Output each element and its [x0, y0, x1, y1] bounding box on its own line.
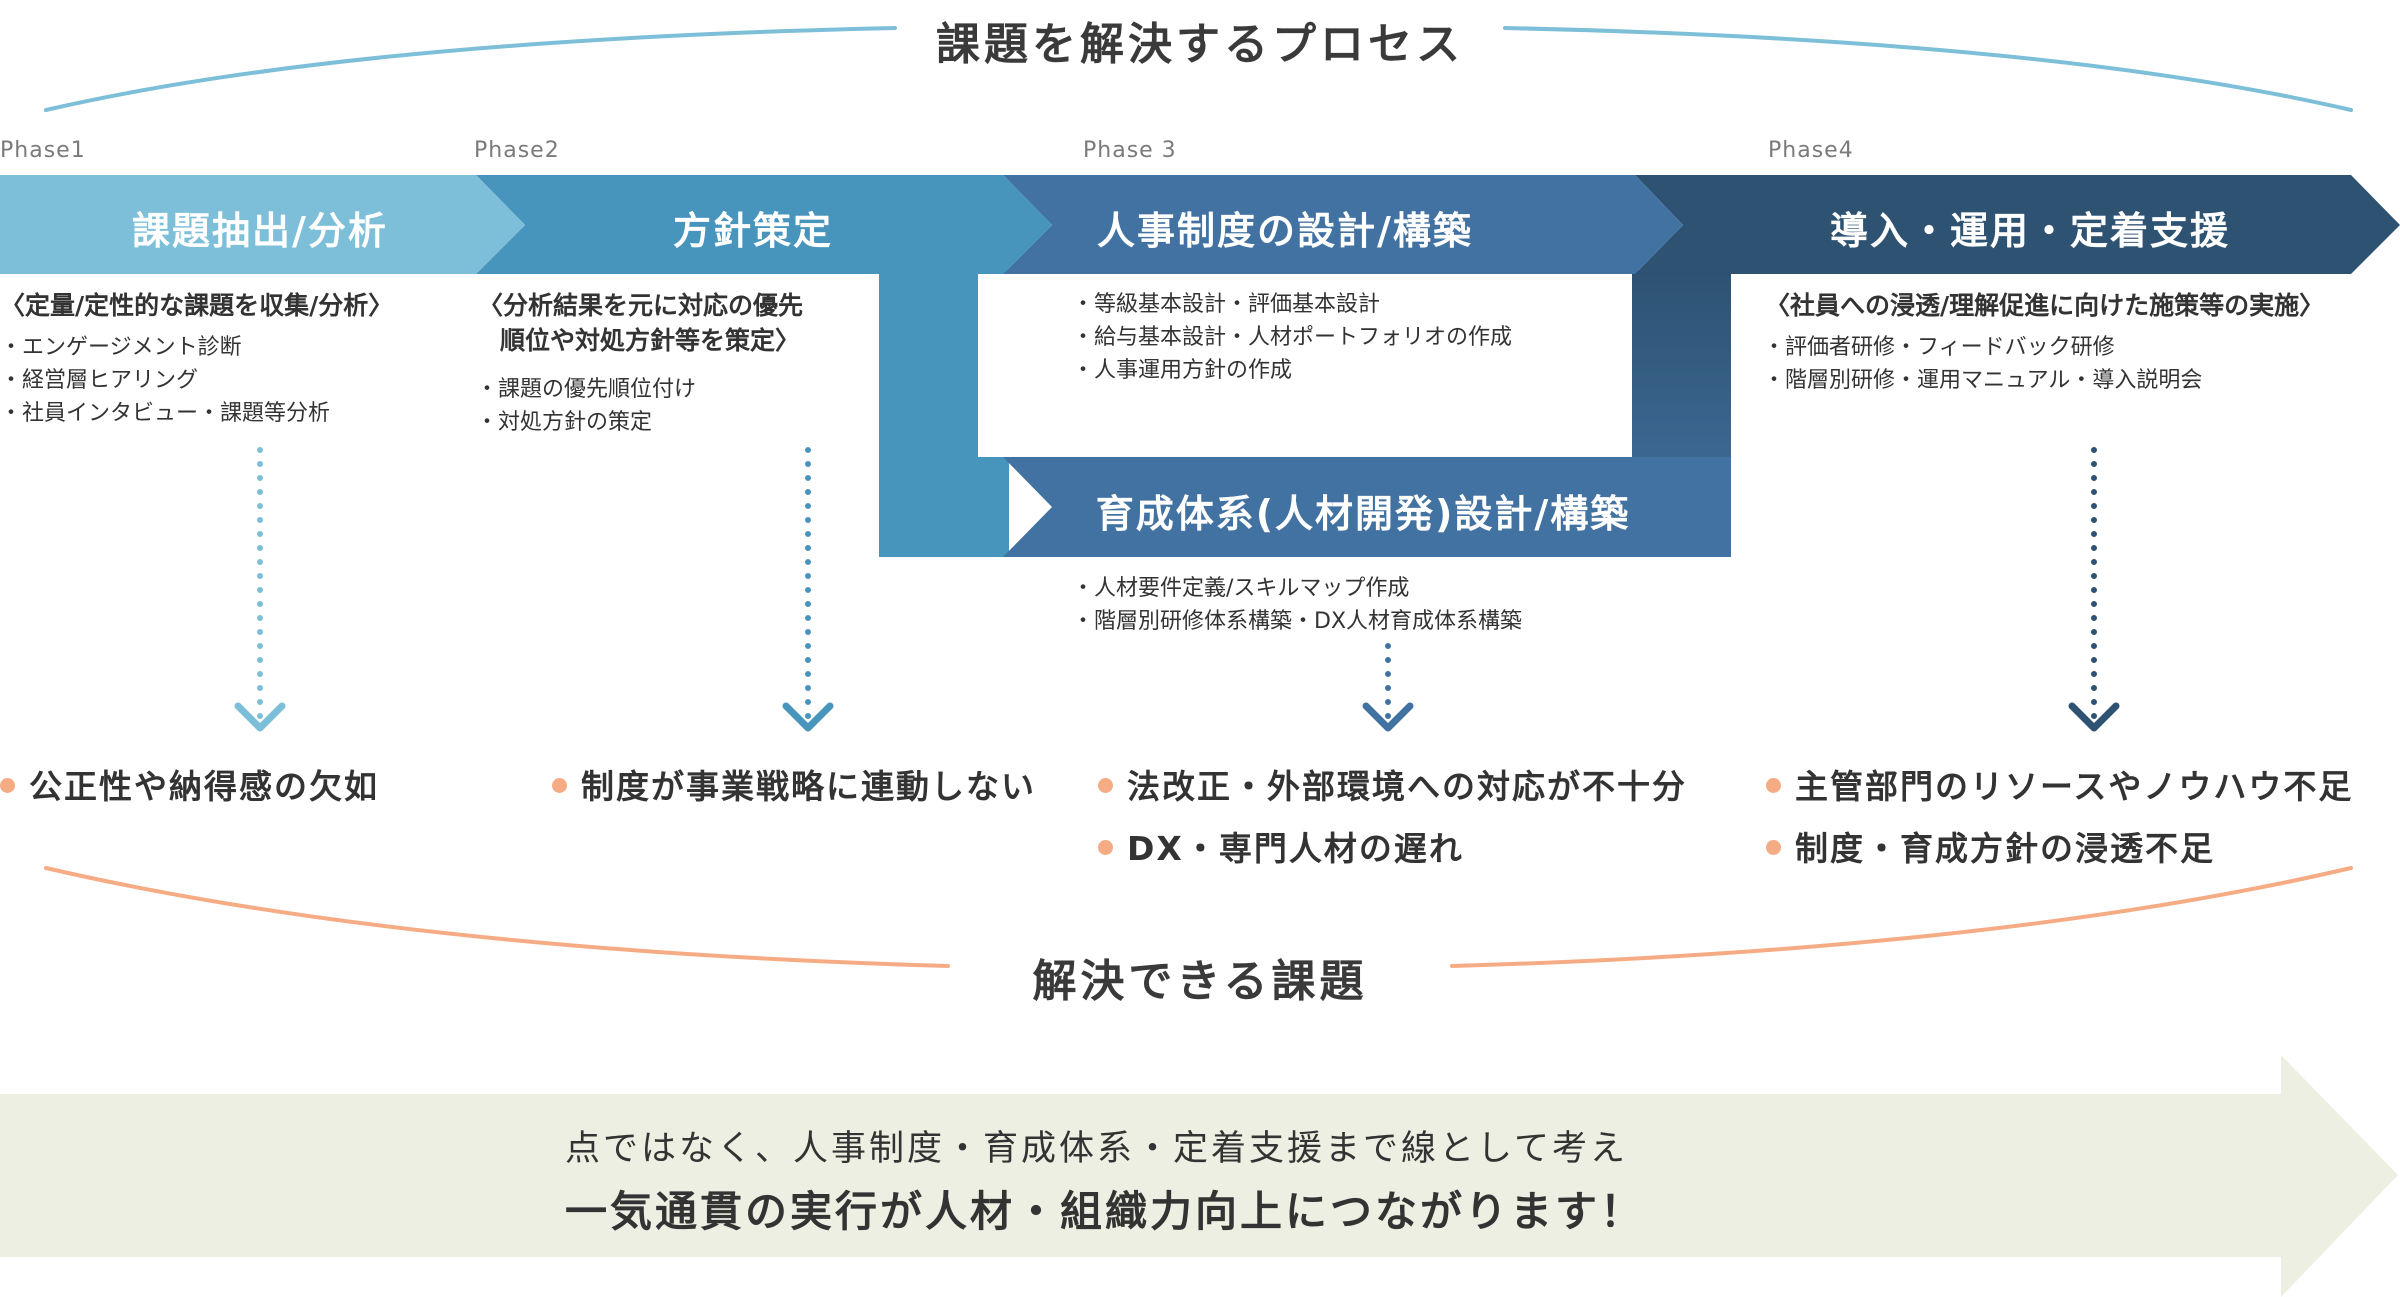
issue-item: 制度が事業戦略に連動しない [552, 760, 1036, 808]
bullet-dot-icon [1766, 840, 1781, 855]
bottom-arc-right [1450, 866, 2353, 968]
bullet-dot-icon [1098, 840, 1113, 855]
arrow-phase1 [234, 447, 286, 732]
phase3-band [1003, 175, 1683, 274]
arrow-phase4 [2068, 447, 2120, 732]
banner-line1: 点ではなく、人事制度・育成体系・定着支援まで線として考え [565, 1129, 1628, 1169]
list-item: 経営層ヒアリング [0, 364, 330, 397]
phase3-sub-title: 育成体系(人材開発)設計/構築 [1095, 492, 1631, 536]
bullet-dot-icon [552, 778, 567, 793]
phase1-title: 課題抽出/分析 [132, 209, 388, 253]
list-item: 給与基本設計・人材ポートフォリオの作成 [1072, 321, 1512, 354]
phase1-band [0, 175, 525, 274]
issue-item: 主管部門のリソースやノウハウ不足 [1766, 760, 2353, 808]
phase4-list: 評価者研修・フィードバック研修 階層別研修・運用マニュアル・導入説明会 [1763, 331, 2202, 397]
bullet-dot-icon [1766, 778, 1781, 793]
list-item: 人事運用方針の作成 [1072, 354, 1512, 387]
phase2-label: Phase2 [474, 138, 560, 163]
top-arc-right [1503, 26, 2353, 112]
list-item: 等級基本設計・評価基本設計 [1072, 288, 1512, 321]
issue-item: 法改正・外部環境への対応が不十分 [1098, 760, 1687, 808]
phase1-label: Phase1 [0, 138, 86, 163]
bullet-dot-icon [0, 778, 15, 793]
list-item: 対処方針の策定 [476, 406, 696, 439]
phase1-list: エンゲージメント診断 経営層ヒアリング 社員インタビュー・課題等分析 [0, 331, 330, 430]
banner-line2: 一気通貫の実行が人材・組織力向上につながります！ [565, 1187, 1646, 1236]
list-item: 人材要件定義/スキルマップ作成 [1072, 572, 1522, 605]
conclusion-banner-arrow [0, 1055, 2398, 1297]
list-item: 社員インタビュー・課題等分析 [0, 397, 330, 430]
list-item: 階層別研修体系構築・DX人材育成体系構築 [1072, 605, 1522, 638]
list-item: 評価者研修・フィードバック研修 [1763, 331, 2202, 364]
phase3-title: 人事制度の設計/構築 [1097, 209, 1473, 253]
arrow-phase3 [1362, 643, 1414, 732]
phase3-sub-list: 人材要件定義/スキルマップ作成 階層別研修体系構築・DX人材育成体系構築 [1072, 572, 1522, 638]
phase3-lower-band [1003, 457, 1731, 557]
issues-title: 解決できる課題 [1032, 956, 1368, 1007]
issue-item: DX・専門人材の遅れ [1098, 822, 1464, 870]
phase1-heading: 〈定量/定性的な課題を収集/分析〉 [0, 291, 394, 320]
phase2-title: 方針策定 [672, 209, 834, 253]
phase4-heading: 〈社員への浸透/理解促進に向けた施策等の実施〉 [1765, 291, 2325, 320]
bullet-dot-icon [1098, 778, 1113, 793]
bottom-arc-left [44, 866, 950, 968]
phase4-title: 導入・運用・定着支援 [1829, 209, 2231, 253]
diagram-title: 課題を解決するプロセス [936, 19, 1464, 70]
list-item: 課題の優先順位付け [476, 373, 696, 406]
phase2-heading-line2: 順位や対処方針等を策定〉 [500, 326, 801, 355]
phase2-band [476, 175, 1052, 274]
arrow-phase2 [782, 447, 834, 732]
list-item: エンゲージメント診断 [0, 331, 330, 364]
issue-item: 制度・育成方針の浸透不足 [1766, 822, 2215, 870]
phase2-heading-line1: 〈分析結果を元に対応の優先 [478, 291, 804, 320]
phase3-list: 等級基本設計・評価基本設計 給与基本設計・人材ポートフォリオの作成 人事運用方針… [1072, 288, 1512, 387]
phase4-band [1635, 175, 2400, 274]
top-arc-left [44, 26, 897, 112]
list-item: 階層別研修・運用マニュアル・導入説明会 [1763, 364, 2202, 397]
phase3-label: Phase 3 [1083, 138, 1177, 163]
phase4-label: Phase4 [1768, 138, 1854, 163]
issue-item: 公正性や納得感の欠如 [0, 760, 379, 808]
phase2-list: 課題の優先順位付け 対処方針の策定 [476, 373, 696, 439]
